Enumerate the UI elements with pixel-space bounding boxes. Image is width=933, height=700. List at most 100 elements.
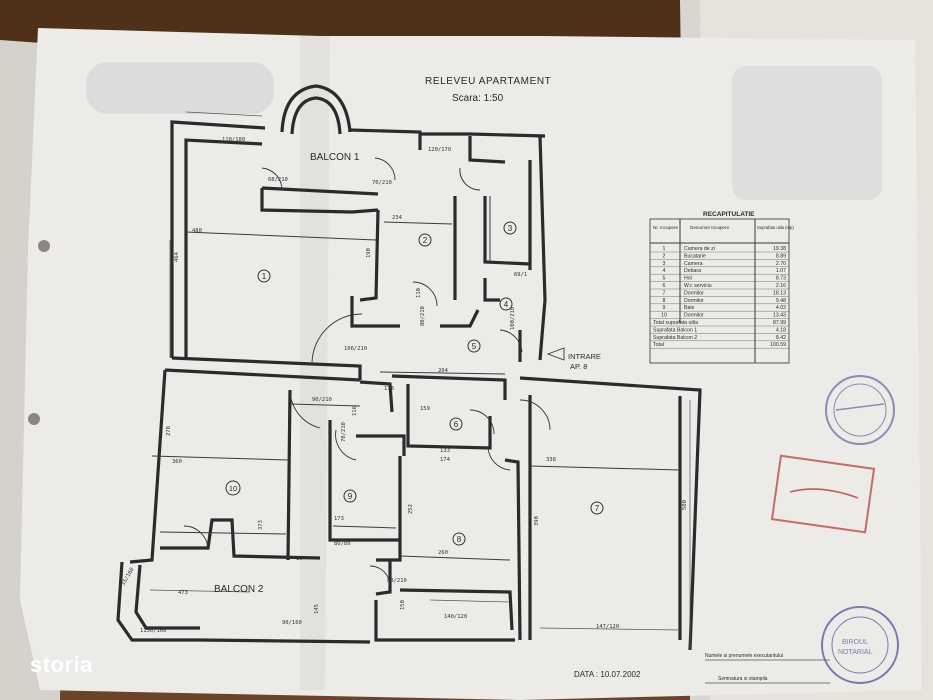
svg-text:260: 260 — [438, 550, 448, 556]
svg-text:1150/160: 1150/160 — [140, 628, 167, 634]
recap-row-nr: 4 — [663, 268, 666, 274]
svg-text:90/160: 90/160 — [282, 620, 302, 626]
svg-text:150: 150 — [400, 600, 406, 610]
recap-row-name: Hol — [684, 276, 692, 282]
recap-header-area: Suprafata utila (mp) — [757, 225, 794, 230]
svg-text:147/120: 147/120 — [596, 624, 619, 630]
room-marker: 4 — [499, 297, 513, 311]
room-marker: 8 — [452, 532, 466, 546]
recap-total-label: Total — [653, 342, 664, 348]
recap-row-nr: 3 — [663, 261, 666, 267]
svg-text:6: 6 — [454, 420, 459, 429]
svg-text:70/210: 70/210 — [341, 422, 347, 442]
footer-signature: Semnatura si stampila — [718, 676, 768, 682]
recap-row-nr: 7 — [663, 290, 666, 296]
room-marker: 7 — [590, 501, 604, 515]
svg-text:159: 159 — [420, 406, 430, 412]
balcony-2-label: BALCON 2 — [214, 584, 264, 595]
recap-row-name: Camera de zi — [684, 246, 715, 252]
svg-text:4: 4 — [504, 300, 509, 309]
paper-sheet — [20, 28, 922, 700]
svg-text:190: 190 — [366, 248, 372, 258]
redacted-block — [732, 66, 882, 200]
svg-text:5: 5 — [472, 342, 477, 351]
svg-text:204: 204 — [438, 368, 449, 374]
punch-hole — [28, 413, 40, 425]
svg-text:BIROUL: BIROUL — [842, 639, 868, 646]
svg-text:100/210: 100/210 — [510, 307, 516, 330]
svg-text:68/210: 68/210 — [268, 177, 288, 183]
svg-text:234: 234 — [392, 215, 403, 221]
svg-text:360: 360 — [172, 459, 182, 465]
svg-text:90/210: 90/210 — [312, 397, 332, 403]
svg-text:500: 500 — [682, 500, 688, 510]
svg-text:110: 110 — [416, 288, 422, 298]
recap-row-name: Dormitor — [684, 313, 704, 319]
svg-text:133: 133 — [440, 448, 450, 454]
punch-hole — [38, 240, 50, 252]
room-marker: 6 — [449, 417, 463, 431]
entrance-apartment: AP. 8 — [570, 362, 587, 371]
recap-total-value: 100.59 — [770, 342, 786, 348]
storia-logo: storia — [30, 652, 93, 677]
recap-total-value: 87.99 — [773, 320, 786, 326]
svg-text:390: 390 — [534, 516, 540, 526]
svg-text:80/210: 80/210 — [420, 306, 426, 326]
recap-row-area: 2.16 — [776, 283, 786, 289]
svg-text:278: 278 — [166, 426, 172, 436]
recap-row-nr: 1 — [663, 246, 666, 252]
svg-text:3: 3 — [508, 224, 513, 233]
recap-row: 3 Camera 2.70 — [650, 261, 789, 267]
recap-total-label: Total suprafata utila — [653, 320, 698, 326]
svg-text:1: 1 — [262, 272, 267, 281]
svg-text:70/210: 70/210 — [372, 180, 392, 186]
room-markers: 1 2 3 4 5 6 7 8 9 10 — [225, 221, 604, 546]
recap-row-area: 2.70 — [776, 261, 786, 267]
svg-text:480: 480 — [192, 228, 202, 234]
svg-text:9: 9 — [348, 492, 353, 501]
svg-text:10: 10 — [229, 484, 237, 493]
recap-row-name: W.c serviciu — [684, 283, 712, 289]
room-marker: 9 — [343, 489, 357, 503]
recap-header-nr: Nr. Incapere — [653, 225, 678, 230]
svg-text:173: 173 — [334, 516, 344, 522]
svg-text:338: 338 — [546, 457, 556, 463]
door-swings — [183, 157, 551, 587]
recap-row-nr: 2 — [663, 253, 666, 259]
recap-row-nr: 8 — [663, 298, 666, 304]
recap-row-nr: 9 — [663, 305, 666, 311]
recap-total-label: Suprafata Balcon 2 — [653, 335, 697, 341]
floor-plan-details — [149, 111, 691, 650]
recap-row-name: Dormitor — [684, 298, 704, 304]
svg-text:NOTARIAL: NOTARIAL — [838, 649, 873, 656]
recap-row-name: Dormitor — [684, 290, 704, 296]
recap-total-row: Total 100.59 — [650, 342, 789, 349]
svg-text:116: 116 — [352, 406, 358, 416]
room-marker: 10 — [225, 480, 241, 496]
svg-text:174: 174 — [440, 457, 451, 463]
svg-text:2: 2 — [423, 236, 428, 245]
recap-title: RECAPITULATIE — [703, 211, 755, 218]
rectangular-stamp — [770, 454, 876, 534]
recap-row-area: 8.73 — [776, 276, 786, 282]
entrance-arrow-icon — [546, 347, 565, 361]
svg-text:173: 173 — [384, 386, 394, 392]
svg-text:7: 7 — [595, 504, 600, 513]
plan-date: DATA : 10.07.2002 — [574, 670, 641, 679]
svg-text:373: 373 — [258, 520, 264, 530]
svg-text:69/1: 69/1 — [514, 272, 527, 278]
svg-text:120/170: 120/170 — [428, 147, 451, 153]
svg-text:252: 252 — [408, 504, 414, 514]
recap-row-nr: 6 — [663, 283, 666, 289]
recap-table: RECAPITULATIE Nr. Incapere Denumire Inca… — [649, 211, 794, 364]
notary-stamp: BIROUL NOTARIAL — [821, 606, 899, 684]
recap-header-name: Denumire Incapere — [690, 225, 730, 230]
recap-row-area: 8.89 — [776, 253, 786, 259]
recap-row-name: Baie — [684, 305, 694, 311]
recap-row-name: Camera — [684, 261, 703, 267]
